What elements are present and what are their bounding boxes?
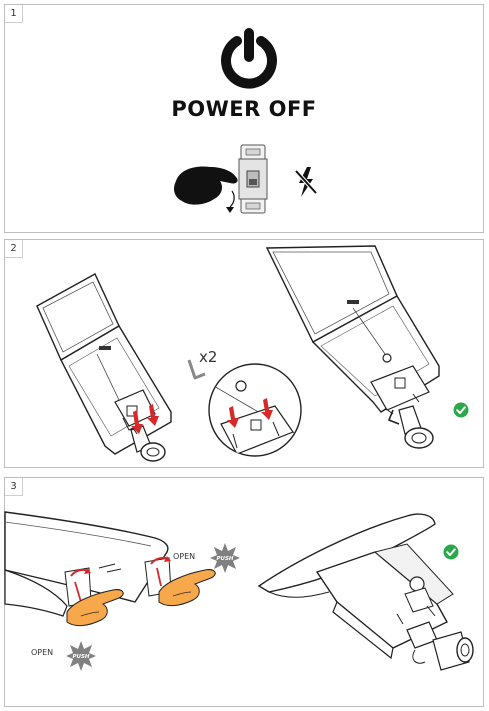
- step-number: 1: [5, 5, 23, 23]
- circuit-breaker-icon: [238, 144, 268, 214]
- open-label-top: OPEN: [173, 552, 195, 561]
- push-badge-bottom: PUSH: [66, 641, 96, 671]
- step-2-panel: 2 x2: [4, 239, 484, 468]
- power-icon: [221, 28, 277, 89]
- open-text: OPEN: [173, 552, 195, 561]
- step-3-panel: 3 OPEN PUSH OPEN PUSH: [4, 477, 484, 707]
- open-text: OPEN: [31, 648, 53, 657]
- check-icon: [453, 402, 469, 418]
- quantity-label: x2: [199, 348, 217, 366]
- power-off-title: POWER OFF: [171, 97, 317, 121]
- fixture-open-left: [36, 273, 172, 462]
- step-number: 3: [5, 478, 23, 496]
- push-badge-top: PUSH: [210, 543, 240, 573]
- quantity-text: x2: [199, 348, 217, 366]
- fixture-opened-right: [257, 513, 474, 671]
- fixture-closed-right: [265, 245, 440, 449]
- no-power-icon: [294, 167, 318, 197]
- hand-icon: [174, 166, 238, 213]
- fixture-side-view: [4, 511, 172, 617]
- check-icon: [443, 544, 459, 560]
- right-hand: [158, 569, 216, 607]
- allen-key-icon: [187, 359, 206, 380]
- open-label-bottom: OPEN: [31, 648, 53, 657]
- zoom-detail: [208, 363, 302, 457]
- push-text: PUSH: [72, 654, 89, 660]
- step-1-panel: 1 POWER OFF: [4, 4, 484, 233]
- left-hand: [66, 589, 124, 627]
- step-number: 2: [5, 240, 23, 258]
- push-text: PUSH: [216, 556, 233, 562]
